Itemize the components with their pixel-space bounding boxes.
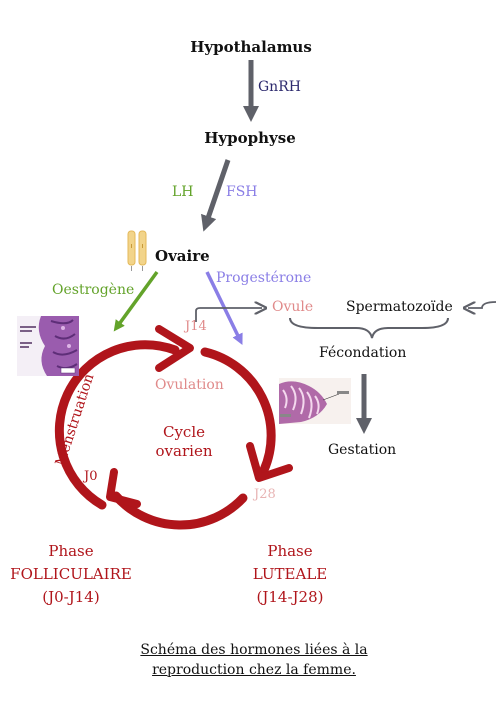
fsh-label: FSH <box>226 184 258 200</box>
oestrogene-label: Oestrogène <box>52 282 135 298</box>
fecondation-label: Fécondation <box>319 345 407 361</box>
phase-luteale-line2: LUTEALE <box>252 565 328 583</box>
gestation-label: Gestation <box>328 442 397 458</box>
lh-label: LH <box>172 184 194 200</box>
ovary-icon <box>126 228 148 272</box>
phase-folliculaire-line2: FOLLICULAIRE <box>10 565 132 583</box>
cycle-line1: Cycle <box>162 423 206 441</box>
luteal-histology-image <box>279 378 351 424</box>
phase-folliculaire-line3: (J0-J14) <box>42 588 100 606</box>
diagram-caption: Schéma des hormones liées à la reproduct… <box>140 640 367 680</box>
phase-folliculaire: Phase FOLLICULAIRE (J0-J14) <box>10 540 132 609</box>
spermatozoide-label: Spermatozoïde <box>346 299 453 315</box>
cycle-arc-bottom <box>111 491 248 530</box>
cycle-ovarien-label: Cycle ovarien <box>156 423 213 461</box>
ovaire-label: Ovaire <box>155 247 210 265</box>
ovarian-cycle <box>54 325 293 530</box>
j28-label: J28 <box>254 487 276 502</box>
cycle-line2: ovarien <box>155 442 213 460</box>
ovule-label: Ovule <box>272 299 314 315</box>
cycle-arc-left <box>54 340 180 510</box>
cycle-arc-right <box>200 347 276 475</box>
lh-fsh-arrow <box>201 159 231 232</box>
caption-line1: Schéma des hormones liées à la <box>140 642 368 658</box>
progesterone-label: Progestérone <box>216 270 312 286</box>
phase-luteale-line1: Phase <box>267 542 313 560</box>
gnrh-label: GnRH <box>258 79 301 95</box>
oestrogene-arrow <box>113 270 159 332</box>
j14-label: J14 <box>185 319 207 334</box>
ovule-arrow <box>195 308 262 322</box>
progesterone-arrow <box>205 271 243 346</box>
phase-luteale-line3: (J14-J28) <box>256 588 324 606</box>
ovulation-label: Ovulation <box>155 377 224 393</box>
j0-label: J0 <box>84 469 98 484</box>
hypophyse-label: Hypophyse <box>204 129 296 147</box>
spermatozoide-arrow <box>468 301 497 308</box>
follicular-histology-image <box>17 316 79 376</box>
phase-folliculaire-line1: Phase <box>48 542 94 560</box>
fecondation-brace <box>289 317 449 339</box>
hypothalamus-label: Hypothalamus <box>190 38 312 56</box>
caption-line2: reproduction chez la femme. <box>152 662 356 678</box>
phase-luteale: Phase LUTEALE (J14-J28) <box>253 540 327 609</box>
